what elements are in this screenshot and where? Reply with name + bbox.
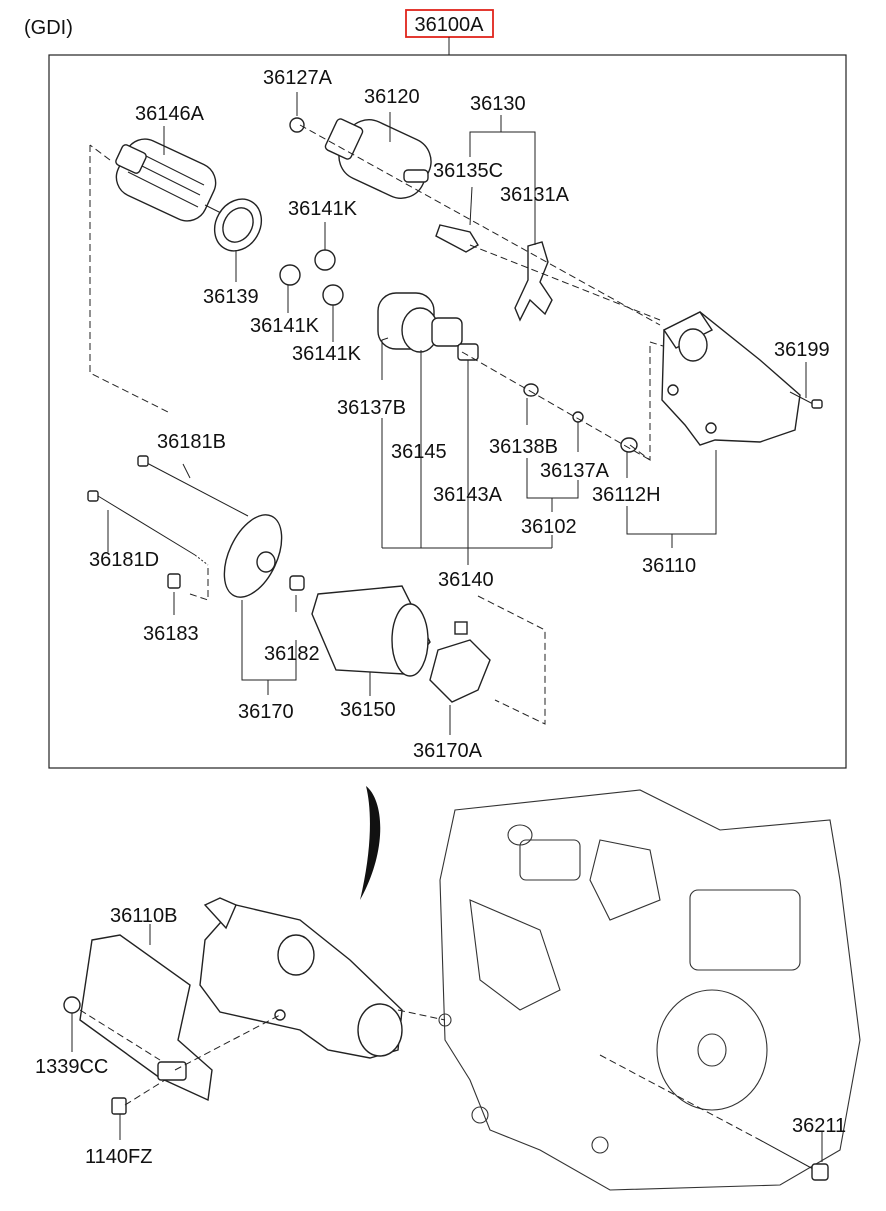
label-36141K-a[interactable]: 36141K	[288, 198, 358, 220]
label-36127A[interactable]: 36127A	[263, 67, 333, 89]
label-36112H[interactable]: 36112H	[592, 484, 661, 506]
part-labels: 36127A 36120 36130 36146A 36135C 36131A …	[89, 67, 830, 762]
variant-label: (GDI)	[24, 17, 73, 39]
clutch-drawing	[377, 292, 479, 361]
installation-arrow	[360, 786, 381, 900]
label-1140FZ[interactable]: 1140FZ	[85, 1146, 152, 1168]
label-36138B[interactable]: 36138B	[489, 436, 558, 458]
label-36211[interactable]: 36211	[792, 1115, 846, 1137]
label-36140[interactable]: 36140	[438, 569, 494, 591]
bolt-36211-drawing	[759, 1139, 829, 1181]
label-36143A[interactable]: 36143A	[433, 484, 503, 506]
label-36110[interactable]: 36110	[642, 555, 696, 577]
label-36141K-c[interactable]: 36141K	[292, 343, 362, 365]
assembly-axis-lines	[89, 124, 664, 725]
label-36141K-b[interactable]: 36141K	[250, 315, 320, 337]
label-36150[interactable]: 36150	[340, 699, 396, 721]
housing-drawing	[661, 311, 801, 446]
armature-drawing	[115, 138, 226, 222]
label-36146A[interactable]: 36146A	[135, 103, 205, 125]
label-36183[interactable]: 36183	[143, 623, 199, 645]
leader-lines	[107, 92, 807, 735]
bracket-drawing	[63, 934, 213, 1115]
label-36137A[interactable]: 36137A	[540, 460, 610, 482]
label-36139[interactable]: 36139	[203, 286, 259, 308]
exploded-view-frame	[48, 54, 847, 769]
through-bolts-drawing	[87, 455, 249, 566]
label-36102[interactable]: 36102	[521, 516, 577, 538]
exploded-parts	[87, 117, 823, 703]
label-36170A[interactable]: 36170A	[413, 740, 483, 762]
label-36182[interactable]: 36182	[264, 643, 320, 665]
starter-motor-drawing	[199, 897, 403, 1059]
label-36145[interactable]: 36145	[391, 441, 447, 463]
label-36181D[interactable]: 36181D	[89, 549, 159, 571]
solenoid-drawing	[289, 117, 432, 199]
assembly-number[interactable]: 36100A	[415, 14, 485, 36]
label-36199[interactable]: 36199	[774, 339, 830, 361]
installation-leaders	[71, 924, 823, 1162]
label-36170[interactable]: 36170	[238, 701, 294, 723]
label-36110B[interactable]: 36110B	[110, 905, 177, 927]
label-36120[interactable]: 36120	[364, 86, 420, 108]
label-1339CC[interactable]: 1339CC	[35, 1056, 108, 1078]
end-frame-drawing	[223, 514, 283, 598]
label-36131A[interactable]: 36131A	[500, 184, 570, 206]
label-36181B[interactable]: 36181B	[157, 431, 226, 453]
installation-labels: 36110B 1339CC 1140FZ 36211	[35, 905, 846, 1168]
label-36137B[interactable]: 36137B	[337, 397, 406, 419]
label-36135C[interactable]: 36135C	[433, 160, 503, 182]
label-36130[interactable]: 36130	[470, 93, 526, 115]
yoke-drawing	[311, 585, 431, 677]
brush-holder-drawing	[429, 621, 491, 703]
engine-block-drawing	[438, 789, 861, 1191]
